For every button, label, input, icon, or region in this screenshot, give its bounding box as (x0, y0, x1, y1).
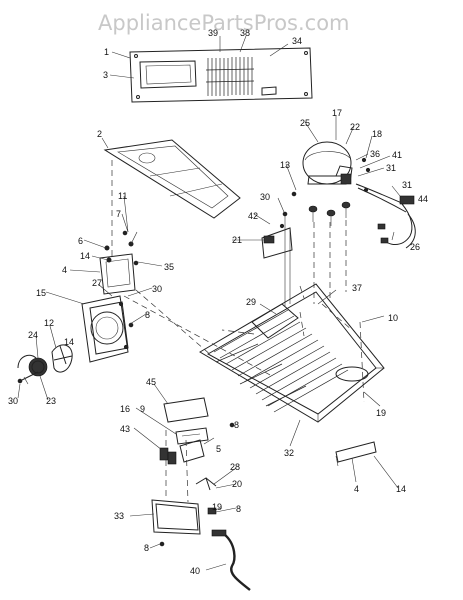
callout-36: 36 (370, 149, 380, 159)
callout-12: 12 (44, 318, 54, 328)
callout-10: 10 (388, 313, 398, 323)
callout-25: 25 (300, 118, 310, 128)
wiring-harness[interactable] (355, 157, 416, 249)
leader-lines (17, 35, 413, 571)
callout-20: 20 (232, 479, 242, 489)
compressor[interactable] (302, 141, 353, 185)
callout-8c: 8 (236, 504, 241, 514)
callout-8b: 8 (234, 420, 239, 430)
callout-4b: 4 (354, 484, 359, 494)
top-shroud-panel[interactable] (103, 139, 241, 258)
callout-14c: 14 (396, 484, 406, 494)
callout-15: 15 (36, 288, 46, 298)
thermostat-clip[interactable] (195, 477, 217, 491)
defrost-control[interactable] (159, 427, 209, 465)
assembly-lines (123, 220, 365, 403)
callout-13: 13 (280, 160, 290, 170)
base-pan[interactable] (199, 283, 385, 423)
fan-bracket[interactable] (99, 230, 139, 295)
drain-pan[interactable] (151, 430, 217, 547)
callout-18: 18 (372, 129, 382, 139)
callout-37: 37 (352, 283, 362, 293)
callout-9: 9 (140, 404, 145, 414)
callout-45: 45 (146, 377, 156, 387)
back-cover-panel[interactable] (129, 47, 313, 103)
callout-23: 23 (46, 396, 56, 406)
callout-3: 3 (103, 70, 108, 80)
callout-5: 5 (216, 444, 221, 454)
callout-28: 28 (230, 462, 240, 472)
callout-33: 33 (114, 511, 124, 521)
callout-39: 39 (208, 28, 218, 38)
callout-40: 40 (190, 566, 200, 576)
callout-30a: 30 (152, 284, 162, 294)
callout-30c: 30 (260, 192, 270, 202)
callout-38: 38 (240, 28, 250, 38)
callout-22: 22 (350, 122, 360, 132)
kick-plate[interactable] (335, 441, 377, 467)
callout-24: 24 (28, 330, 38, 340)
power-cord[interactable] (211, 529, 251, 591)
relay-bracket[interactable] (261, 211, 293, 306)
callout-11: 11 (118, 191, 127, 201)
callout-26: 26 (410, 242, 420, 252)
callout-labels: 1 3 39 38 34 2 11 7 6 14 4 35 27 30 15 8… (8, 28, 428, 576)
callout-21: 21 (232, 235, 242, 245)
callout-35: 35 (164, 262, 174, 272)
callout-19b: 19 (212, 502, 222, 512)
callout-42: 42 (248, 211, 258, 221)
callout-34: 34 (292, 36, 302, 46)
callout-32: 32 (284, 448, 294, 458)
callout-44: 44 (418, 194, 428, 204)
watermark-text: AppliancePartsPros.com (98, 11, 350, 35)
callout-31a: 31 (386, 163, 396, 173)
condenser-fan-shroud[interactable] (81, 295, 134, 363)
callout-7: 7 (116, 209, 121, 219)
callout-16: 16 (120, 404, 130, 414)
callout-14b: 14 (64, 337, 74, 347)
callout-2: 2 (97, 129, 102, 139)
callout-41: 41 (392, 150, 402, 160)
callout-43: 43 (120, 424, 130, 434)
callout-8d: 8 (144, 543, 149, 553)
cover-plate[interactable] (163, 397, 235, 428)
callout-27: 27 (92, 278, 102, 288)
callout-30b: 30 (8, 396, 18, 406)
callout-19a: 19 (376, 408, 386, 418)
fan-motor-assembly[interactable] (17, 344, 73, 385)
callout-4a: 4 (62, 265, 67, 275)
callout-8a: 8 (145, 310, 150, 320)
callout-31b: 31 (402, 180, 412, 190)
callout-29: 29 (246, 297, 256, 307)
callout-14a: 14 (80, 251, 90, 261)
callout-6: 6 (78, 236, 83, 246)
callout-1: 1 (104, 47, 109, 57)
compressor-grommets[interactable] (291, 191, 351, 226)
callout-17: 17 (332, 108, 342, 118)
